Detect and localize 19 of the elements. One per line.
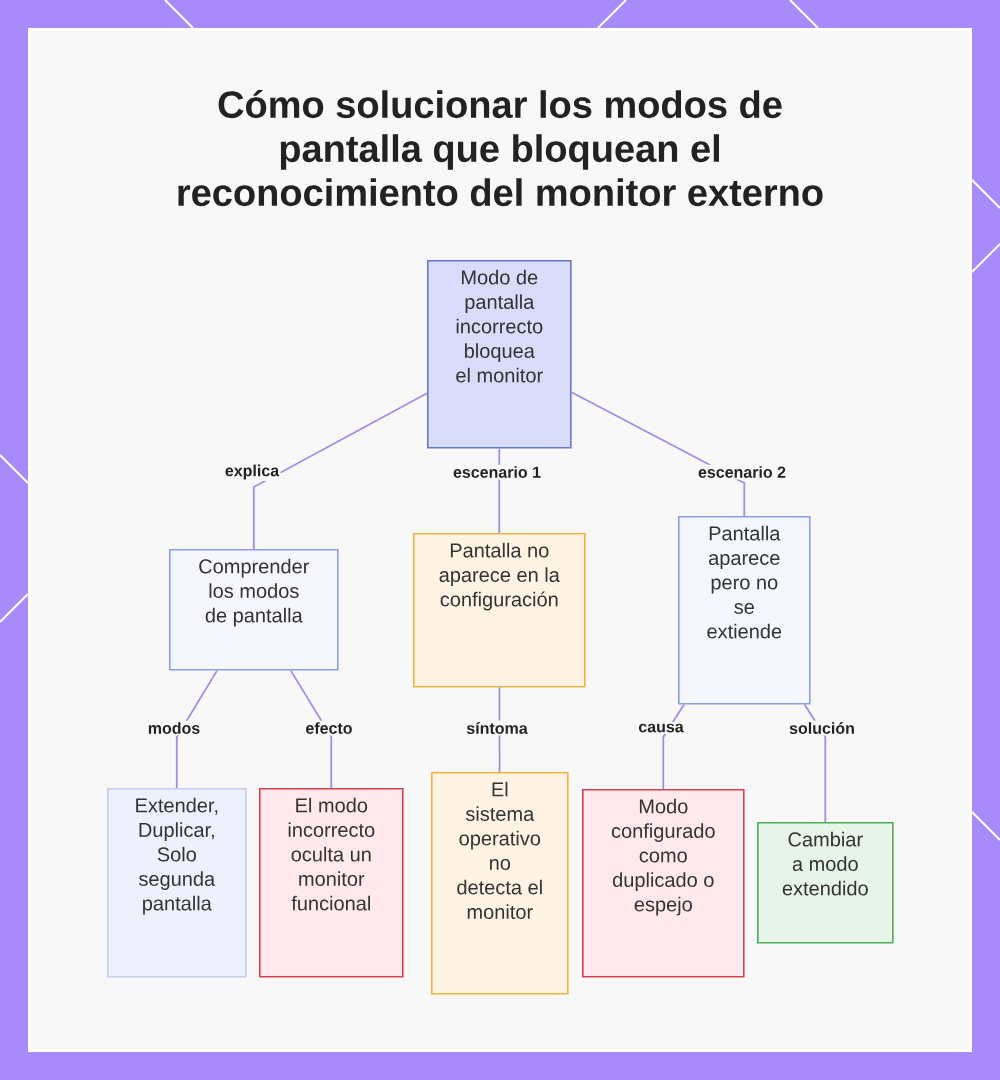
process-box: El modo incorrecto oculta un monitor funcional	[259, 788, 404, 978]
process-box: Comprender los modos de pantalla	[169, 549, 339, 671]
process-box: Pantalla no aparece en la configuración	[413, 533, 586, 688]
connector-line	[570, 391, 746, 517]
connector-line	[498, 686, 501, 773]
title: Cómo solucionar los modos de pantalla que bloquean el reconocimiento del monitor externo	[178, 89, 823, 207]
connector-line	[803, 703, 827, 823]
process-box: Modo configurado como duplicado o espejo	[582, 789, 745, 978]
process-box: Extender, Duplicar, Solo segunda pantalla	[107, 788, 247, 978]
process-box: Modo de pantalla incorrecto bloquea el monitor	[427, 260, 572, 449]
connector-line	[498, 447, 501, 534]
connector-line	[252, 392, 428, 550]
process-box: Cambiar a modo extendido	[757, 822, 894, 944]
process-box: Pantalla aparece pero no se extiende	[678, 516, 811, 705]
edge-label: causa	[636, 722, 686, 734]
connector-line	[175, 669, 218, 789]
process-box: El sistema operativo no detecta el monitor	[431, 772, 569, 995]
edge-label: explica	[223, 463, 281, 481]
connector-line	[289, 669, 333, 789]
